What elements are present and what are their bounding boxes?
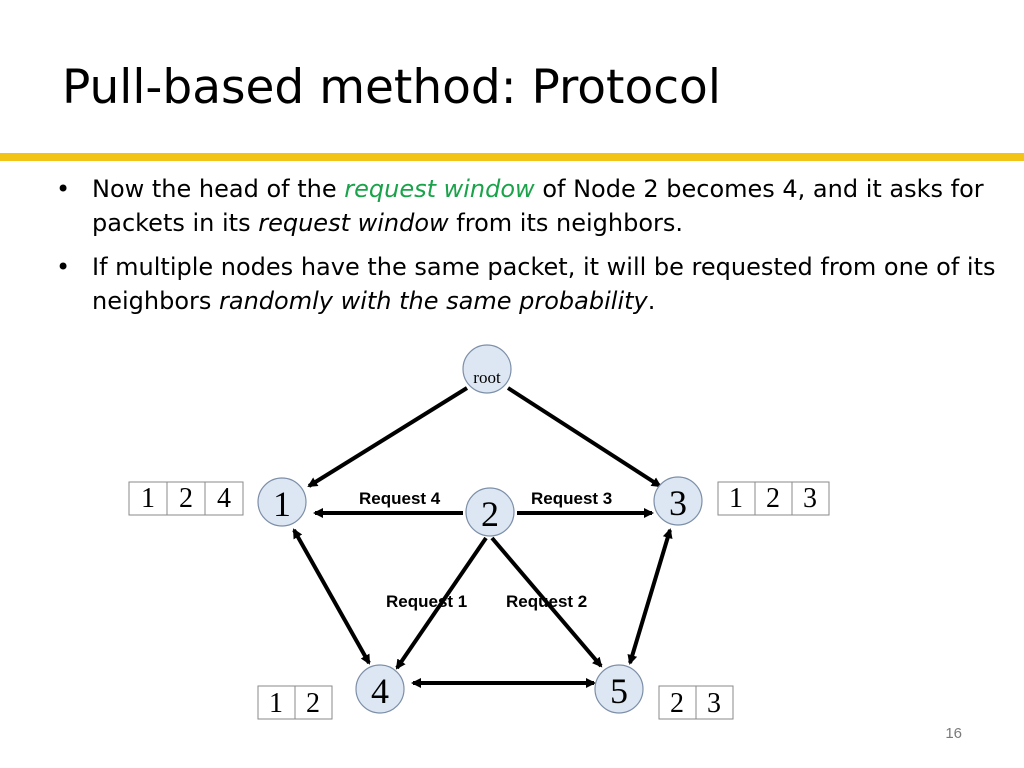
edge-root-to-node1 <box>307 386 469 488</box>
buffer-cell <box>695 685 734 720</box>
buffer-node-3: 1 2 3 <box>717 481 830 516</box>
buffer-cell-value: 1 <box>729 483 743 514</box>
buffer-cell-value: 2 <box>306 688 320 719</box>
node-root-label: root <box>473 368 501 387</box>
buffer-cell-value: 3 <box>707 688 721 719</box>
buffer-cell-value: 2 <box>670 688 684 719</box>
title-underline <box>0 153 1024 161</box>
bullet-emphasis: request window <box>258 209 449 238</box>
buffer-cell <box>717 481 756 516</box>
buffer-cell-value: 3 <box>803 483 817 514</box>
buffer-cell <box>658 685 697 720</box>
bullet-dot-icon: • <box>56 253 71 282</box>
bullet-dot-icon: • <box>56 175 71 203</box>
node-1-label: 1 <box>273 484 291 524</box>
node-root: root <box>462 344 512 394</box>
node-4-circle <box>355 664 405 714</box>
buffer-cell <box>791 481 830 516</box>
buffer-cell-value: 1 <box>141 483 155 514</box>
bullet-item: • Now the head of the request window of … <box>50 172 1005 240</box>
bullet-text: from its neighbors. <box>448 209 683 238</box>
node-2: 2 <box>465 487 515 537</box>
buffer-cell-value: 2 <box>766 483 780 514</box>
buffer-cell <box>257 685 296 720</box>
node-1: 1 <box>257 477 307 527</box>
bullet-list: • Now the head of the request window of … <box>50 172 1005 328</box>
bullet-text: If multiple nodes have the same packet, … <box>92 253 996 316</box>
bullet-text: . <box>647 287 656 316</box>
bullet-emphasis: randomly with the same probability <box>219 287 648 316</box>
buffer-node-4: 1 2 <box>257 685 333 720</box>
buffer-cell-value: 2 <box>179 483 193 514</box>
node-5-circle <box>594 664 644 714</box>
node-1-circle <box>257 477 307 527</box>
edge-node1-node4 <box>292 528 371 665</box>
request-label-to-node1: Request 4 <box>359 489 441 508</box>
bullet-item: • If multiple nodes have the same packet… <box>50 250 1005 318</box>
edge-root-to-node3 <box>506 386 662 488</box>
bullet-text: of Node 2 becomes 4, and it asks for pac… <box>92 175 984 238</box>
page-number: 16 <box>945 725 962 742</box>
request-label-to-node5: Request 2 <box>506 592 587 611</box>
node-3-label: 3 <box>669 483 687 523</box>
buffer-node-5: 2 3 <box>658 685 734 720</box>
node-5-label: 5 <box>610 671 628 711</box>
buffer-node-1: 1 2 4 <box>128 481 244 516</box>
buffer-cell <box>204 481 244 516</box>
request-label-to-node4: Request 1 <box>386 592 467 611</box>
node-5: 5 <box>594 664 644 714</box>
buffer-cell-value: 1 <box>269 688 283 719</box>
node-3-circle <box>653 476 703 526</box>
buffer-cell <box>294 685 333 720</box>
node-2-label: 2 <box>481 494 499 534</box>
slide-title: Pull-based method: Protocol <box>62 60 721 115</box>
edge-node2-to-node5 <box>490 536 603 668</box>
node-root-circle <box>462 344 512 394</box>
node-2-circle <box>465 487 515 537</box>
edge-node2-to-node4 <box>395 536 488 670</box>
node-4-label: 4 <box>371 671 389 711</box>
bullet-emphasis-green: request window <box>344 175 535 203</box>
node-4: 4 <box>355 664 405 714</box>
request-label-to-node3: Request 3 <box>531 489 612 508</box>
buffer-cell <box>128 481 168 516</box>
node-3: 3 <box>653 476 703 526</box>
bullet-text: Now the head of the <box>92 175 345 203</box>
edge-node3-node5 <box>627 528 673 665</box>
buffer-cell-value: 4 <box>217 483 231 514</box>
